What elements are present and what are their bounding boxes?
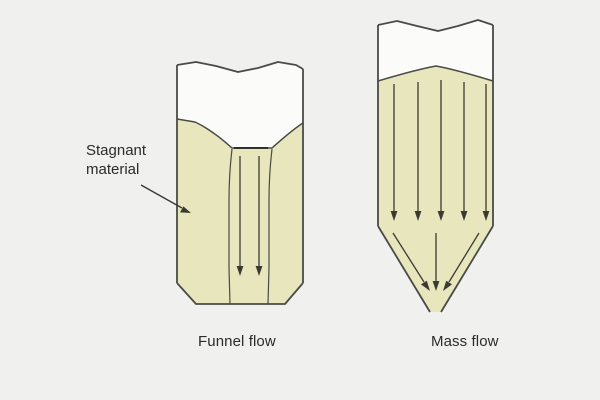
flow-arrow-down: [236, 156, 244, 276]
flow-arrow-down: [390, 84, 398, 221]
funnel-flow-material-surface: [176, 118, 304, 149]
mass-flow-break-line-top: [377, 19, 494, 32]
flow-arrow-down: [437, 80, 445, 221]
funnel-flow-break-line-top: [176, 61, 304, 73]
funnel-flow-void-region: [177, 62, 303, 148]
stagnant-material-label: Stagnant material: [86, 141, 146, 179]
funnel-flow-silo: [176, 61, 304, 305]
flow-arrow-converging: [392, 232, 430, 291]
flow-arrow-converging: [432, 233, 440, 291]
mass-flow-material-surface: [377, 65, 494, 82]
caption-funnel-flow: Funnel flow: [198, 333, 276, 350]
funnel-flow-channel-left-wall: [228, 148, 233, 305]
flow-arrow-down: [482, 84, 490, 221]
stagnant-material-label-line2: material: [86, 161, 140, 178]
caption-mass-flow: Mass flow: [431, 333, 499, 350]
funnel-flow-arrows: [236, 156, 263, 276]
mass-flow-cone-outline: [377, 225, 494, 313]
flow-arrow-down: [460, 82, 468, 221]
flow-arrow-down: [255, 156, 263, 276]
mass-flow-cone-arrows: [392, 232, 480, 291]
stagnant-material-leader-arrow: [140, 184, 191, 213]
flow-arrow-converging: [443, 232, 480, 291]
stagnant-material-label-line1: Stagnant: [86, 142, 147, 159]
funnel-flow-bottom-outline: [176, 282, 304, 305]
flow-arrow-down: [414, 82, 422, 221]
mass-flow-silo: [377, 19, 494, 313]
mass-flow-void-region: [378, 20, 493, 81]
mass-flow-body-arrows: [390, 80, 490, 221]
funnel-flow-channel-right-wall: [267, 148, 273, 305]
